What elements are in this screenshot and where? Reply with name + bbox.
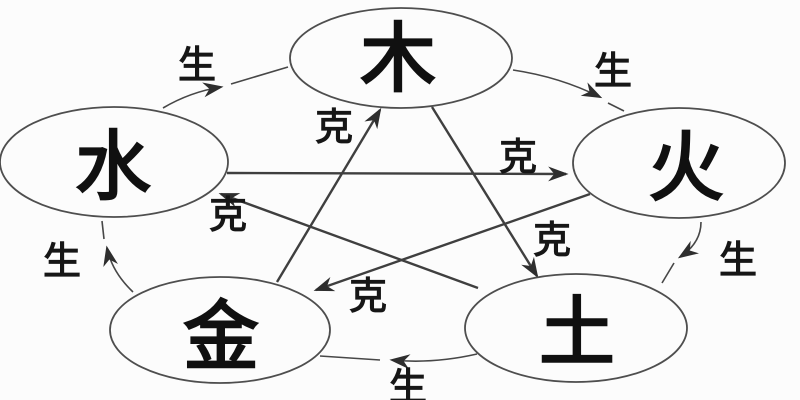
ke-label-wood-earth: 克 bbox=[533, 218, 571, 262]
wood-circle bbox=[289, 7, 513, 109]
sheng-label-earth-metal: 生 bbox=[389, 365, 427, 400]
water-circle bbox=[0, 106, 229, 218]
arrow-fire-overcomes-metal bbox=[313, 192, 591, 292]
fire-label: 火 bbox=[648, 123, 724, 212]
arrow-earth-generates-metal bbox=[389, 353, 478, 370]
wood-label: 木 bbox=[360, 14, 436, 103]
arrow-metal-generates-water bbox=[103, 245, 134, 293]
node-water: 水 bbox=[0, 106, 229, 218]
sheng-label-metal-water: 生 bbox=[43, 239, 81, 283]
generating-labels: 生 生 生 生 生 bbox=[43, 43, 757, 400]
overcoming-labels: 克 克 克 克 克 bbox=[209, 105, 571, 318]
node-fire: 火 bbox=[572, 107, 786, 219]
water-label: 水 bbox=[75, 122, 152, 211]
sheng-label-fire-earth: 生 bbox=[719, 238, 757, 282]
node-metal: 金 bbox=[109, 276, 331, 384]
arrow-earth-generates-metal-tail bbox=[319, 355, 381, 361]
sheng-label-wood-fire: 生 bbox=[594, 49, 632, 93]
arrow-wood-overcomes-earth bbox=[430, 106, 539, 279]
ke-label-earth-water: 克 bbox=[209, 193, 247, 237]
earth-circle bbox=[464, 273, 688, 383]
sheng-label-water-wood: 生 bbox=[178, 43, 216, 87]
metal-circle bbox=[109, 276, 331, 384]
fire-circle bbox=[572, 107, 786, 219]
arrow-water-overcomes-fire bbox=[226, 166, 569, 182]
arrow-earth-overcomes-water bbox=[218, 192, 479, 290]
metal-label: 金 bbox=[182, 292, 260, 381]
overcoming-arrows bbox=[218, 106, 591, 292]
node-earth: 土 bbox=[464, 273, 688, 383]
arrow-wood-generates-fire-tail bbox=[607, 102, 625, 112]
arrow-water-generates-wood bbox=[162, 82, 224, 109]
node-wood: 木 bbox=[289, 7, 513, 109]
generating-arrows bbox=[101, 66, 702, 370]
arrow-water-generates-wood-tail bbox=[230, 66, 289, 85]
arrow-wood-generates-fire bbox=[512, 69, 603, 99]
arrow-fire-generates-earth bbox=[677, 221, 702, 259]
arrow-metal-generates-water-tail bbox=[101, 220, 105, 240]
ke-label-fire-metal: 克 bbox=[349, 274, 387, 318]
ke-label-metal-wood: 克 bbox=[315, 105, 353, 149]
arrow-fire-generates-earth-tail bbox=[661, 262, 675, 284]
ke-label-water-fire: 克 bbox=[499, 135, 537, 179]
earth-label: 土 bbox=[539, 288, 615, 377]
arrow-metal-overcomes-wood bbox=[275, 107, 382, 283]
